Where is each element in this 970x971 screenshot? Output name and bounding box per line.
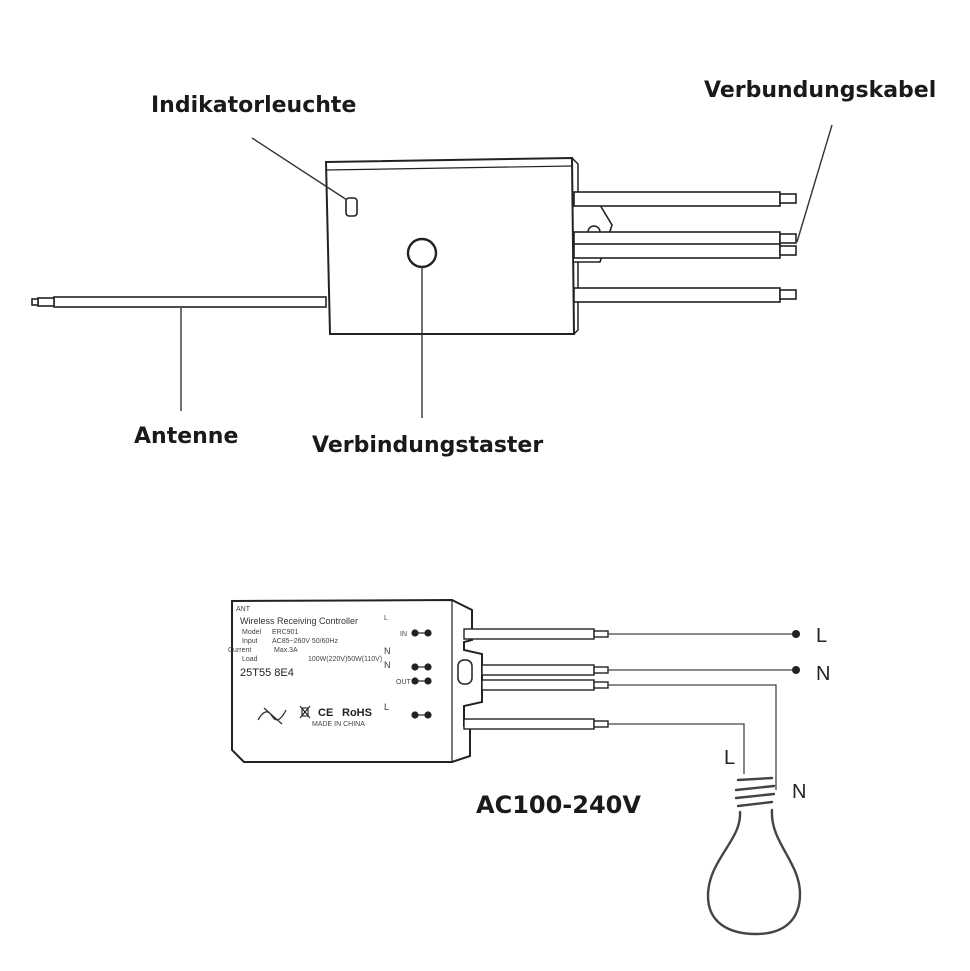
terminal-dots [411, 629, 432, 719]
origin-text: MADE IN CHINA [312, 721, 365, 728]
terminal-l: L [384, 702, 389, 712]
antenna-wire [31, 296, 327, 308]
weee-bin-icon [299, 705, 311, 719]
load-key: Load [242, 656, 258, 663]
load-val: 100W(220V)50W(110V) [308, 656, 382, 663]
terminal-top-l: L [384, 615, 388, 622]
cable-label: Verbundungskabel [704, 78, 936, 103]
model-key: Model [242, 629, 262, 636]
current-key: Current [228, 647, 251, 654]
circuit-lines [608, 633, 794, 790]
button-label: Verbindungstaster [312, 433, 543, 458]
terminal-n1: N [384, 646, 391, 656]
antenna-label: Antenne [134, 424, 238, 449]
wireless-symbol-icon [257, 707, 287, 725]
connection-cables [573, 191, 797, 303]
input-val: AC85~260V 50/60Hz [272, 638, 338, 645]
ce-mark: CE [318, 707, 333, 719]
receiver-module-top: Indikatorleuchte Verbundungskabel Antenn… [31, 78, 936, 458]
terminal-in: IN [400, 631, 407, 638]
current-val: Max.3A [274, 647, 298, 654]
lamp-label-line: L [724, 747, 735, 769]
rohs-mark: RoHS [342, 707, 372, 719]
lamp-label-neutral: N [792, 781, 806, 803]
terminal-n2: N [384, 660, 391, 670]
voltage-label: AC100-240V [476, 791, 641, 819]
receiver-module-bottom: ANT Wireless Receiving Controller Model … [228, 598, 830, 936]
product-title: Wireless Receiving Controller [240, 616, 358, 626]
module-body-bottom [231, 598, 483, 763]
module-body [324, 156, 576, 335]
terminal-out: OUT [396, 679, 412, 686]
cable-leader [796, 124, 833, 243]
neutral-terminal-dot [792, 666, 800, 674]
ant-text: ANT [236, 606, 251, 613]
indicator-label: Indikatorleuchte [151, 93, 356, 118]
indicator-leader [251, 137, 348, 201]
light-bulb-icon [706, 776, 802, 936]
line-terminal-dot [792, 630, 800, 638]
input-key: Input [242, 638, 258, 645]
wire-label-neutral: N [816, 663, 830, 685]
wire-label-line: L [816, 625, 827, 647]
serial-number: 25T55 8E4 [240, 667, 294, 679]
connect-button-icon [406, 237, 438, 269]
indicator-light-icon [345, 197, 358, 217]
model-val: ERC901 [272, 629, 299, 636]
